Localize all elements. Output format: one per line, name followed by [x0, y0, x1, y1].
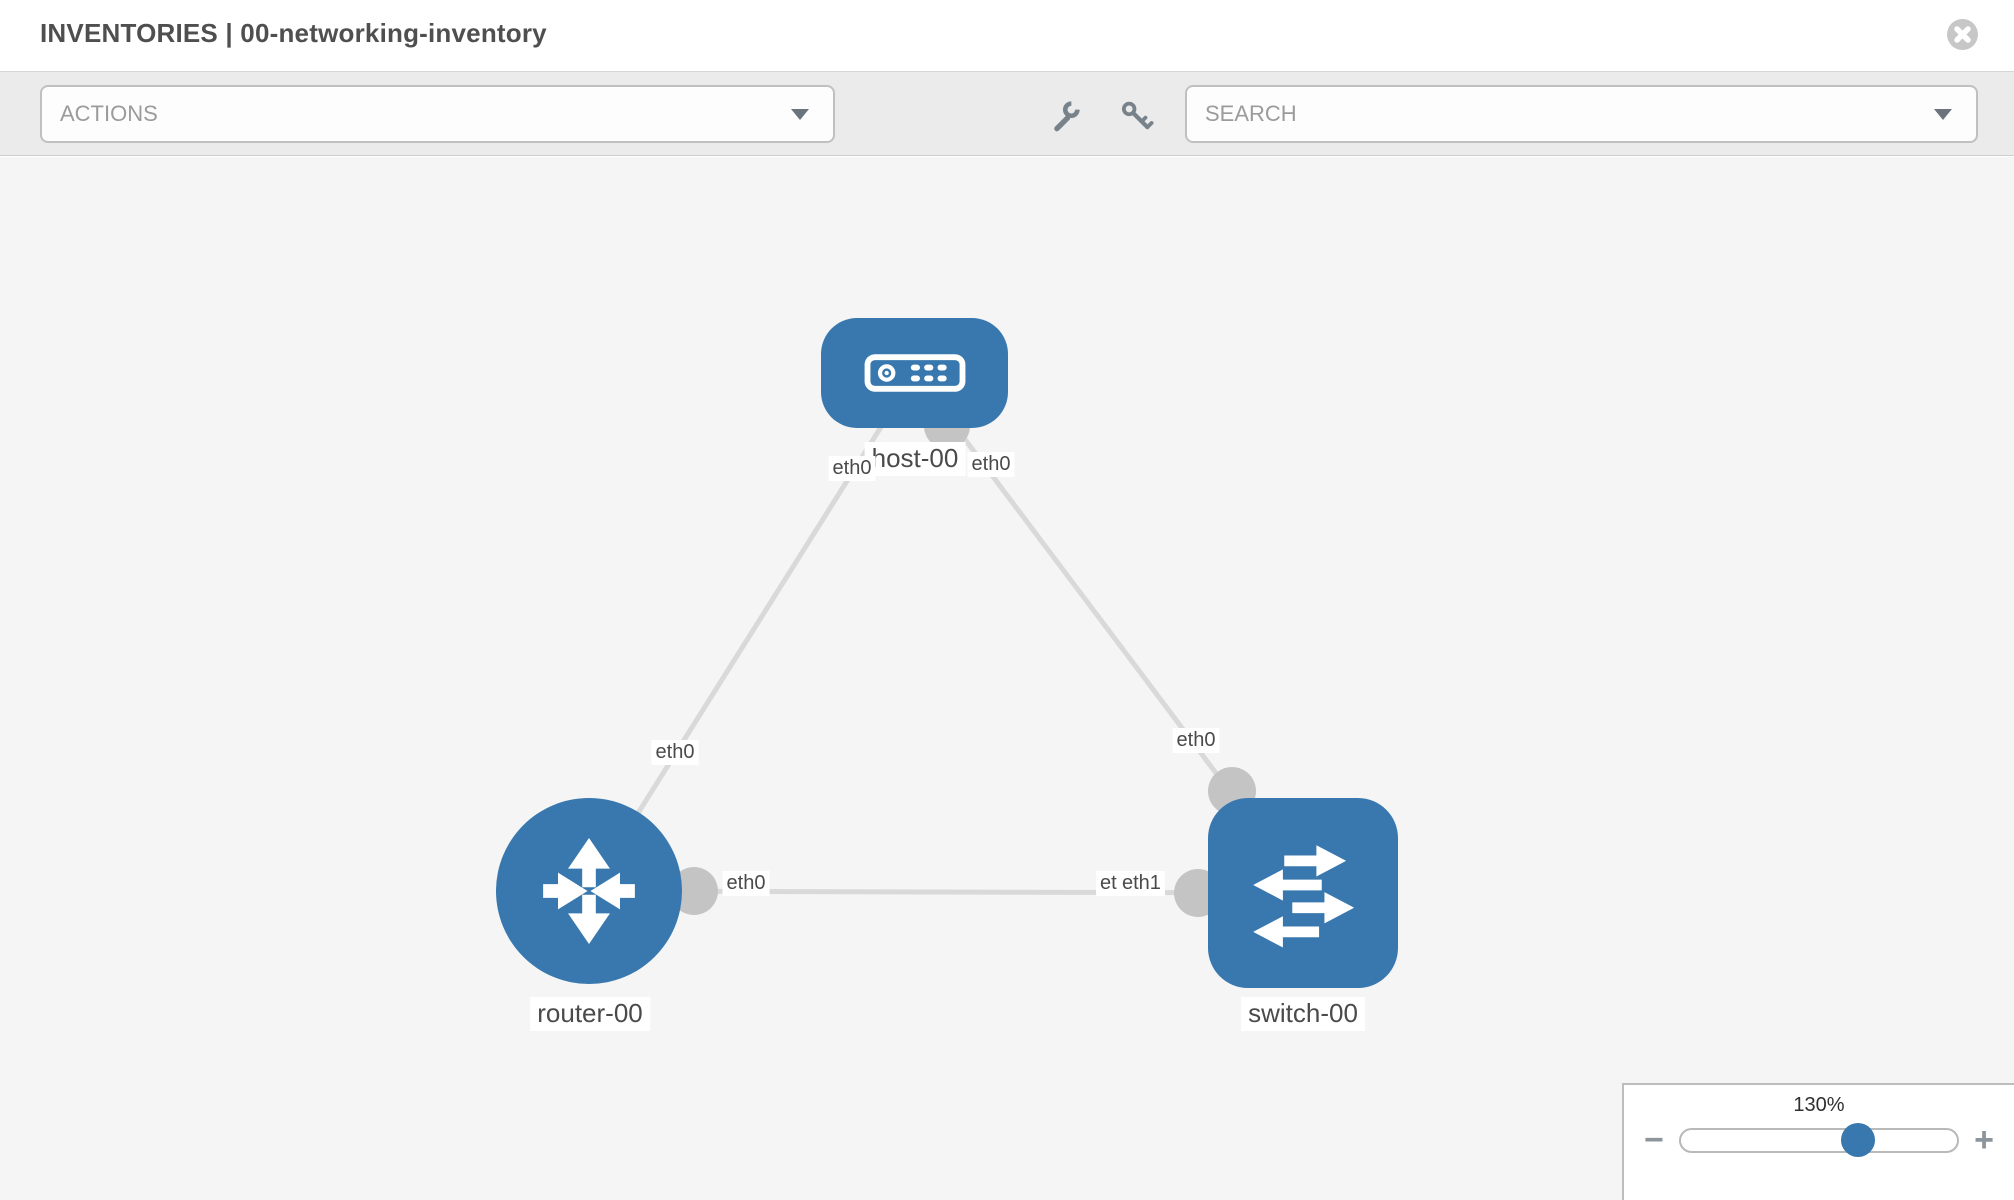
toolbar: ACTIONS	[0, 71, 2014, 156]
search-input[interactable]	[1205, 101, 1976, 127]
zoom-out-button[interactable]: −	[1644, 1121, 1664, 1159]
interface-label: eth0	[828, 456, 876, 481]
close-x-icon	[1954, 26, 1971, 43]
interface-port	[670, 867, 718, 915]
header: INVENTORIES | 00-networking-inventory	[0, 0, 2014, 71]
router-arrows-icon	[543, 837, 635, 945]
interface-label: eth0	[967, 452, 1015, 477]
interface-label: eth0	[722, 871, 770, 896]
zoom-level-label: 130%	[1793, 1094, 1845, 1116]
caret-down-icon	[791, 109, 809, 120]
caret-down-icon	[1934, 109, 1952, 120]
switch-arrows-icon	[1253, 845, 1355, 948]
node-switch-00[interactable]	[1208, 798, 1398, 988]
topology-canvas[interactable]: host-00 router-00 switch-00 eth0 eth0 et…	[0, 157, 2014, 1200]
node-label-switch: switch-00	[1241, 997, 1365, 1031]
zoom-panel: 130% − +	[1622, 1083, 2014, 1200]
zoom-slider[interactable]	[1678, 1123, 1960, 1157]
server-icon	[864, 354, 965, 392]
wrench-icon[interactable]	[1047, 96, 1085, 134]
actions-dropdown[interactable]: ACTIONS	[40, 85, 835, 143]
zoom-slider-thumb[interactable]	[1840, 1123, 1875, 1157]
interface-label: eth1	[1118, 871, 1165, 896]
interface-label: eth0	[1172, 728, 1220, 753]
topology-edges	[586, 371, 1304, 917]
node-router-00[interactable]	[496, 798, 682, 984]
key-icon[interactable]	[1117, 96, 1155, 134]
page-title: INVENTORIES | 00-networking-inventory	[40, 18, 547, 48]
search-dropdown[interactable]	[1185, 85, 1978, 143]
actions-dropdown-label: ACTIONS	[60, 101, 158, 126]
node-label-host: host-00	[864, 442, 966, 476]
close-button[interactable]	[1947, 19, 1978, 50]
interface-label: eth0	[651, 740, 699, 765]
node-host-00[interactable]	[821, 318, 1008, 428]
zoom-in-button[interactable]: +	[1974, 1121, 1994, 1159]
node-label-router: router-00	[530, 997, 650, 1031]
